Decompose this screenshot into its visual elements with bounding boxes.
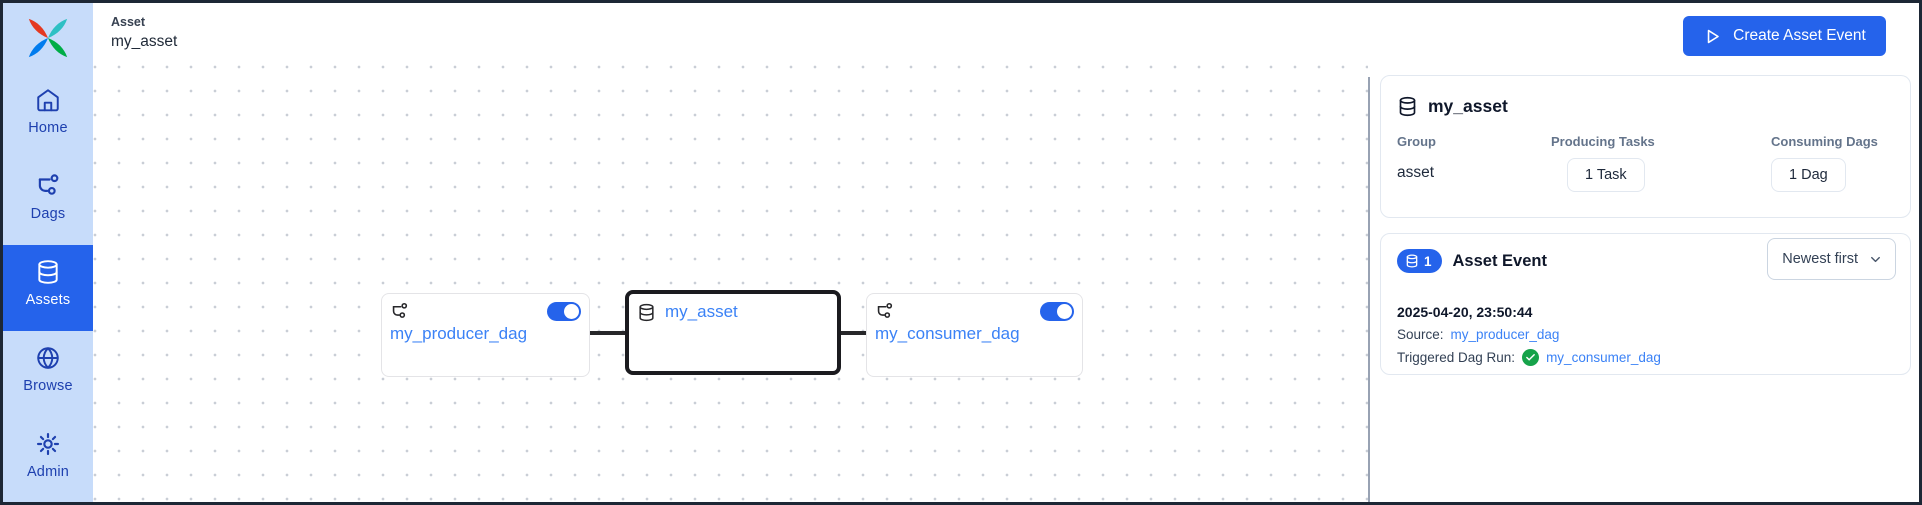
panel-divider — [1368, 77, 1370, 502]
event-source-label: Source: — [1397, 327, 1444, 342]
node-label-link[interactable]: my_consumer_dag — [875, 324, 1020, 343]
sidebar-item-label: Dags — [30, 206, 66, 222]
globe-icon — [37, 347, 59, 369]
event-triggered-label: Triggered Dag Run: — [1397, 350, 1516, 365]
node-label-link[interactable]: my_asset — [665, 302, 738, 321]
sidebar-item-label: Admin — [26, 464, 70, 480]
node-label-link[interactable]: my_producer_dag — [390, 324, 528, 343]
asset-graph-canvas[interactable]: my_producer_dag my_asset m — [93, 65, 1368, 502]
play-icon — [1707, 29, 1719, 43]
edge-producer-to-asset — [590, 331, 627, 335]
graph-node-my-asset[interactable]: my_asset — [625, 290, 841, 375]
create-asset-event-label: Create Asset Event — [1733, 27, 1866, 44]
asset-card-title: my_asset — [1428, 96, 1508, 116]
gear-icon — [36, 432, 60, 456]
sort-order-value: Newest first — [1782, 251, 1858, 267]
dag-icon — [38, 174, 59, 195]
group-column-label: Group — [1397, 134, 1436, 149]
sidebar-item-browse[interactable]: Browse — [3, 331, 93, 417]
sidebar-item-admin[interactable]: Admin — [3, 417, 93, 502]
sidebar-item-assets[interactable]: Assets — [3, 245, 93, 331]
sidebar: Home Dags Assets Browse — [3, 3, 93, 502]
database-icon — [1399, 96, 1416, 117]
edge-asset-to-consumer — [838, 331, 868, 335]
event-triggered-dag-run-link[interactable]: my_consumer_dag — [1546, 350, 1661, 365]
breadcrumb: Asset — [111, 15, 146, 29]
chevron-down-icon — [1871, 256, 1880, 262]
database-icon — [38, 260, 58, 284]
sidebar-item-label: Browse — [23, 378, 73, 394]
toggle-knob — [564, 304, 579, 319]
page-title: my_asset — [111, 33, 178, 50]
dag-enabled-toggle[interactable] — [547, 302, 581, 321]
airflow-pinwheel-icon — [28, 18, 68, 58]
event-count: 1 — [1424, 253, 1432, 269]
asset-event-item: 2025-04-20, 23:50:44 Source: my_producer… — [1397, 304, 1661, 371]
database-icon — [639, 303, 654, 321]
header: Asset my_asset Create Asset Event — [93, 3, 1919, 65]
consuming-dags-column-label: Consuming Dags — [1771, 134, 1878, 149]
group-value: asset — [1397, 164, 1435, 181]
consuming-dags-button[interactable]: 1 Dag — [1771, 158, 1846, 192]
graph-node-my-consumer-dag[interactable]: my_consumer_dag — [866, 293, 1083, 377]
graph-node-my-producer-dag[interactable]: my_producer_dag — [381, 293, 590, 377]
dag-icon — [877, 302, 893, 318]
asset-details-card: my_asset Group Producing Tasks Consuming… — [1380, 75, 1911, 218]
sidebar-item-home[interactable]: Home — [3, 73, 93, 159]
producing-tasks-column-label: Producing Tasks — [1551, 134, 1655, 149]
events-card-title: Asset Event — [1452, 251, 1547, 270]
event-source-link[interactable]: my_producer_dag — [1450, 327, 1560, 342]
sidebar-item-label: Assets — [25, 292, 71, 308]
event-count-badge: 1 — [1397, 249, 1442, 273]
success-check-icon — [1522, 349, 1540, 366]
dag-icon — [392, 302, 408, 318]
producing-tasks-button[interactable]: 1 Task — [1567, 158, 1645, 192]
sort-order-dropdown[interactable]: Newest first — [1767, 238, 1896, 280]
sidebar-item-dags[interactable]: Dags — [3, 159, 93, 245]
toggle-knob — [1057, 304, 1072, 319]
event-timestamp: 2025-04-20, 23:50:44 — [1397, 304, 1533, 320]
database-icon — [1406, 254, 1418, 268]
create-asset-event-button[interactable]: Create Asset Event — [1683, 16, 1886, 56]
airflow-logo[interactable] — [3, 3, 93, 73]
dag-enabled-toggle[interactable] — [1040, 302, 1074, 321]
asset-events-card: 1 Asset Event Newest first 2025-04-20, 2… — [1380, 233, 1911, 375]
home-icon — [37, 89, 59, 112]
sidebar-item-label: Home — [28, 120, 68, 136]
